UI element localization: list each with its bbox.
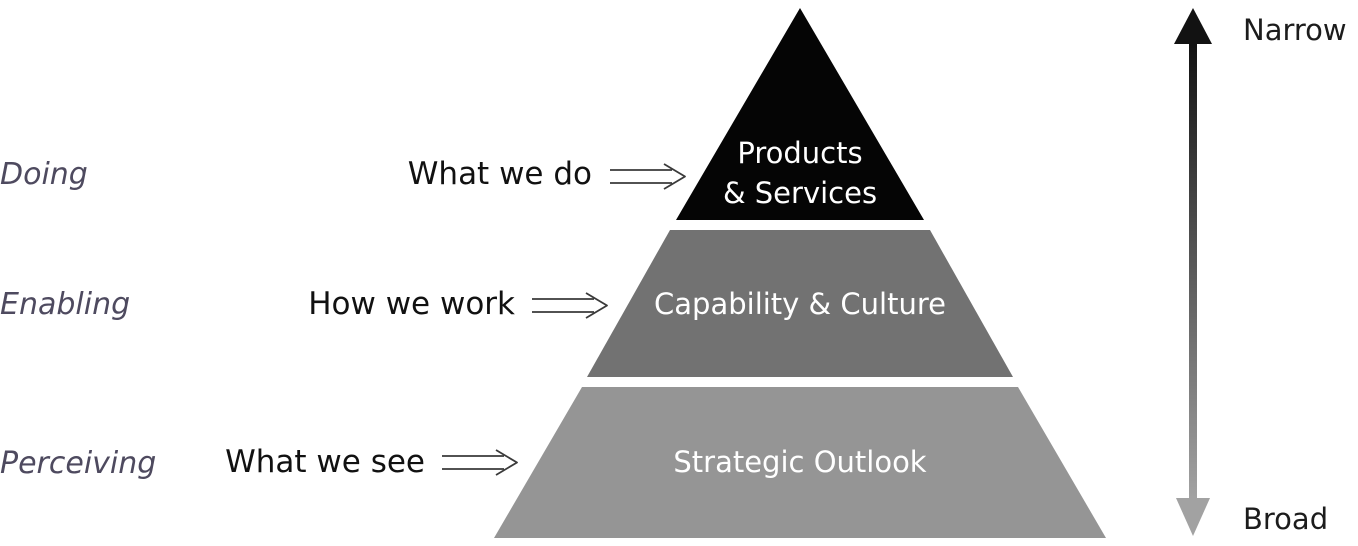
double-arrow-icon-enabling <box>532 292 608 319</box>
level-label-enabling: Enabling <box>0 287 131 322</box>
tier-top-shape <box>676 8 924 220</box>
tier-bottom-shape <box>494 387 1106 538</box>
scale-arrow-icon <box>1174 8 1212 536</box>
level-label-perceiving: Perceiving <box>0 446 157 481</box>
double-arrow-icon-perceiving <box>442 449 518 476</box>
desc-label-doing: What we do <box>407 156 592 192</box>
tier-middle-shape <box>587 230 1013 377</box>
scale-bottom-label: Broad <box>1243 502 1329 536</box>
tier-top-label-line-1: Products <box>737 136 863 170</box>
scale-top-label: Narrow <box>1243 13 1347 47</box>
level-label-doing: Doing <box>0 157 88 192</box>
tier-top-label-line-2: & Services <box>722 176 878 210</box>
double-arrow-icon-doing <box>610 163 686 190</box>
desc-label-enabling: How we work <box>308 286 515 322</box>
tier-bottom-label: Strategic Outlook <box>673 445 927 479</box>
desc-label-perceiving: What we see <box>225 444 425 480</box>
tier-middle-label: Capability & Culture <box>654 287 946 321</box>
